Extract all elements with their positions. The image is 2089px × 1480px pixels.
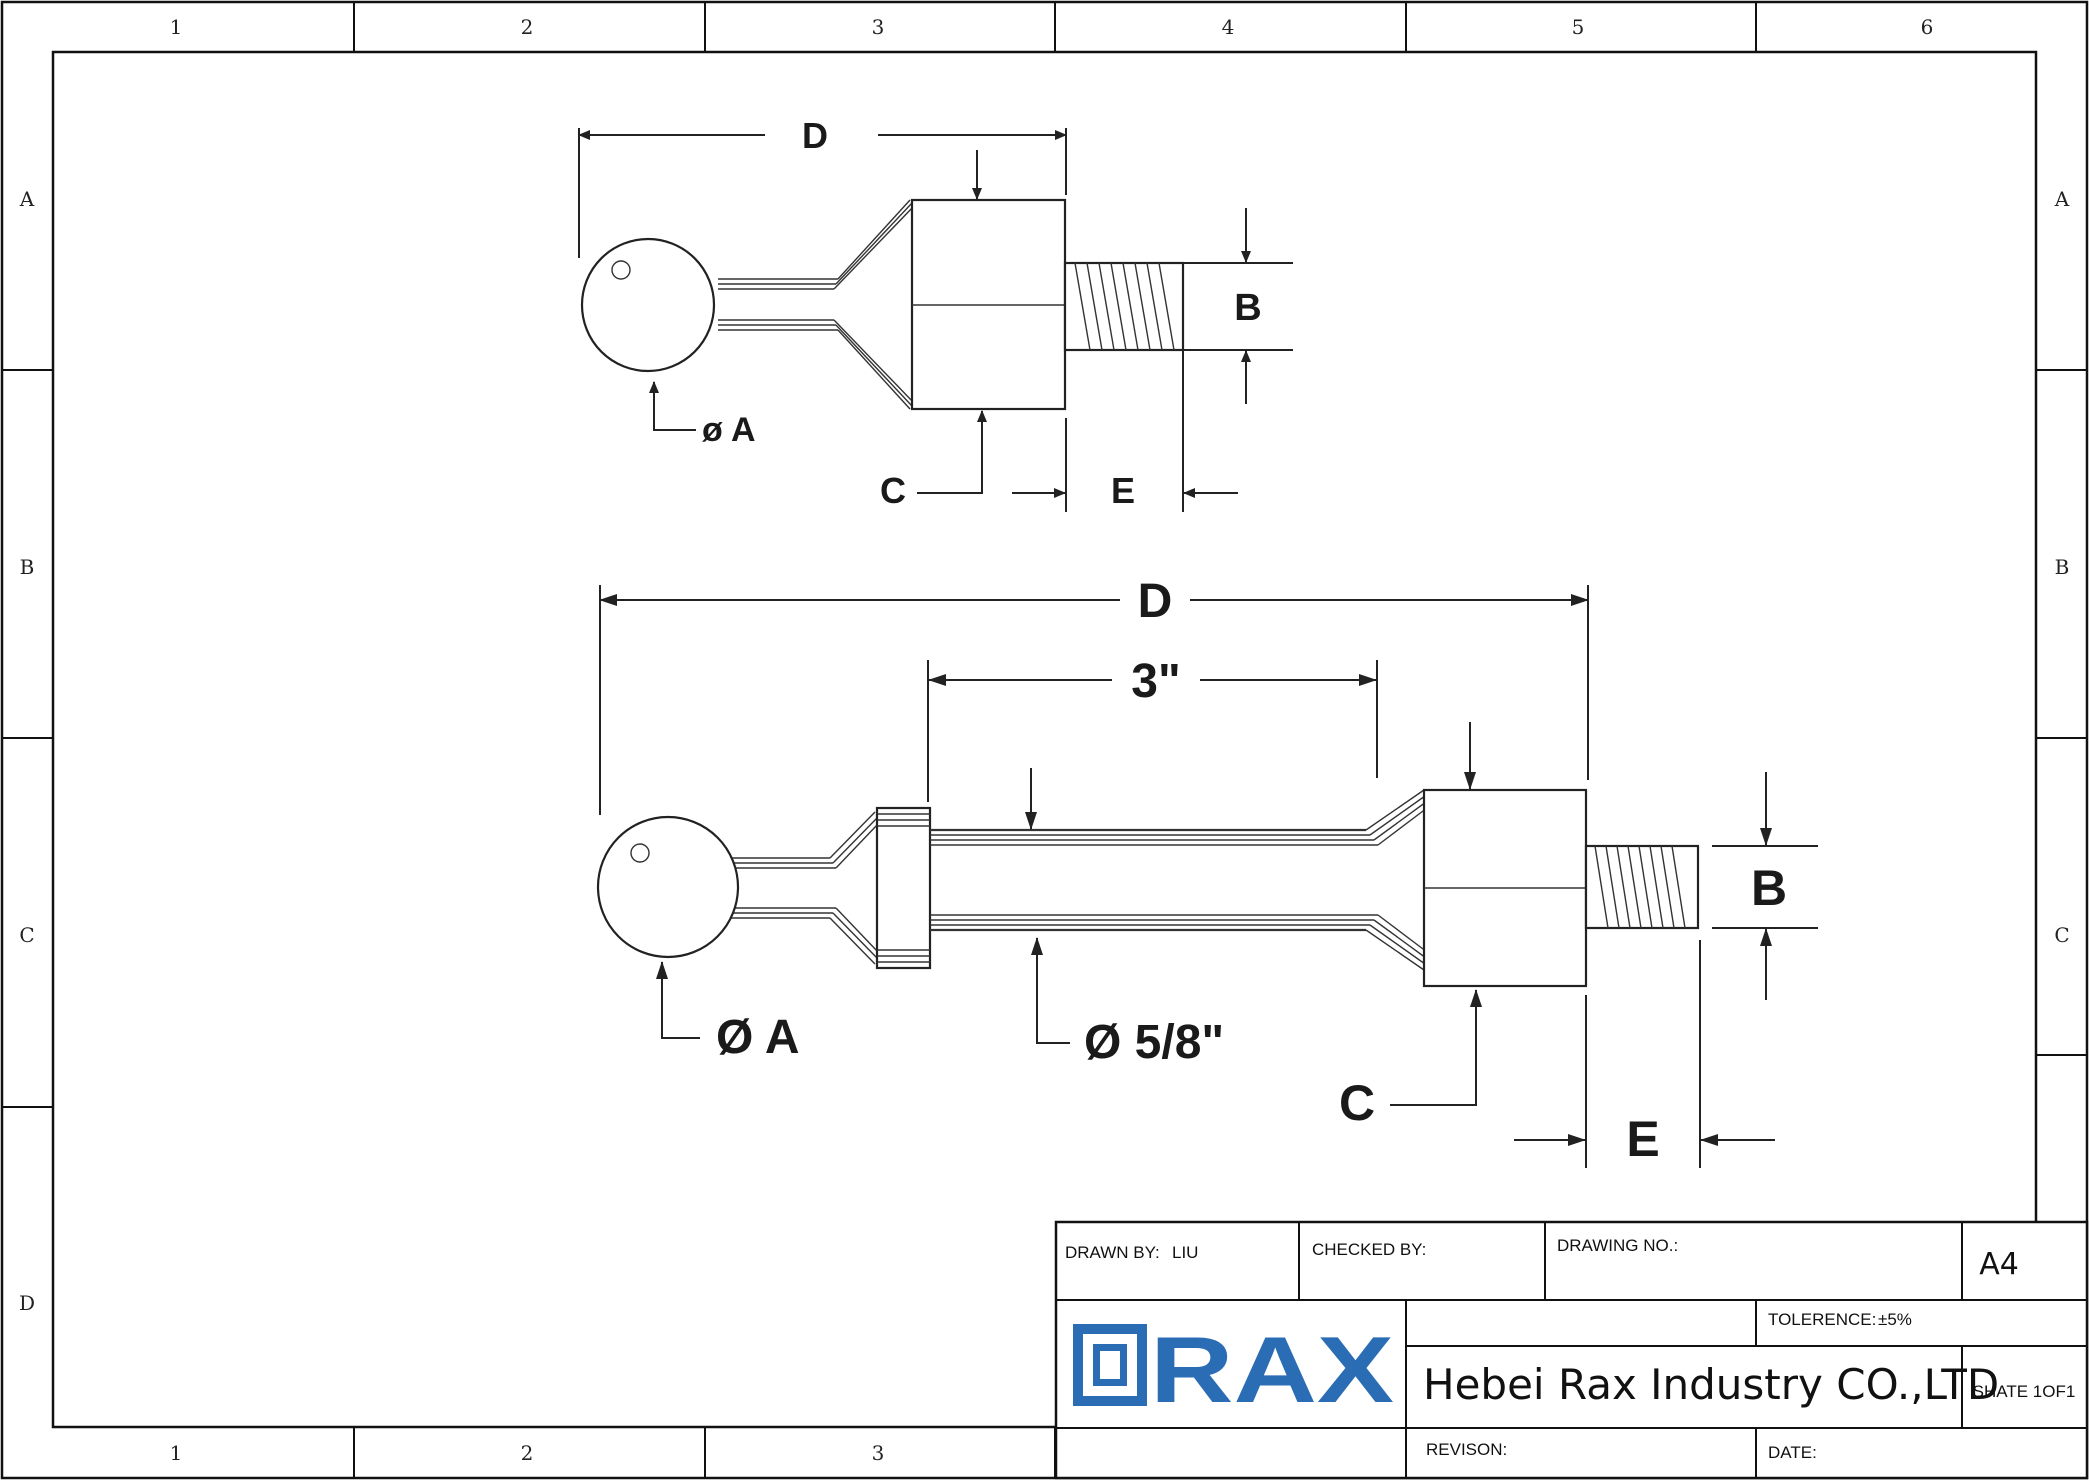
small-ball-stud: D B C E ø A xyxy=(578,115,1293,512)
zone-labels: 1 2 3 4 5 6 1 2 3 A B C D A B C xyxy=(19,15,2070,1465)
zone-row-right-c: C xyxy=(2054,923,2069,947)
zone-row-right-a: A xyxy=(2054,187,2070,211)
revision-label: REVISON: xyxy=(1426,1440,1507,1459)
zone-row-a: A xyxy=(19,187,35,211)
checked-by-label: CHECKED BY: xyxy=(1312,1240,1426,1259)
dim-b-large: B xyxy=(1751,860,1787,916)
zone-col-1: 1 xyxy=(170,15,183,39)
dim-d-small: D xyxy=(802,115,828,156)
rax-logo: RAX xyxy=(1073,1317,1394,1422)
ball-hole-small xyxy=(611,260,631,280)
dim-e-small: E xyxy=(1111,470,1135,511)
tolerance-label: TOLERENCE: xyxy=(1768,1310,1876,1329)
dim-shaft-large: Ø 5/8" xyxy=(1084,1016,1224,1069)
dim-a-small: ø A xyxy=(702,411,756,449)
ball-hole-large xyxy=(630,843,650,863)
zone-col-bottom-2: 2 xyxy=(521,1441,534,1465)
zone-col-5: 5 xyxy=(1572,15,1585,39)
logo-text: RAX xyxy=(1150,1317,1394,1422)
thread-small xyxy=(1063,261,1185,352)
ball-head-large xyxy=(596,815,740,959)
ball-head-small xyxy=(580,237,716,373)
sheet-size: A4 xyxy=(1979,1247,2019,1282)
zone-col-bottom-1: 1 xyxy=(170,1441,183,1465)
zone-col-6: 6 xyxy=(1921,15,1934,39)
dim-b-small: B xyxy=(1234,287,1261,329)
zone-col-4: 4 xyxy=(1222,15,1235,39)
zone-row-d: D xyxy=(19,1291,35,1315)
dim-c-small: C xyxy=(880,470,906,511)
dim-d-large: D xyxy=(1138,575,1173,628)
dim-e-large: E xyxy=(1626,1111,1659,1167)
date-label: DATE: xyxy=(1768,1443,1817,1462)
title-block: DRAWN BY: LIU CHECKED BY: DRAWING NO.: A… xyxy=(1054,1220,2089,1480)
zone-rows-left xyxy=(2,369,53,1108)
zone-row-right-b: B xyxy=(2055,555,2070,579)
dim-length-large: 3" xyxy=(1131,655,1180,708)
collar-large xyxy=(875,806,932,970)
drawn-by-label: DRAWN BY: xyxy=(1065,1243,1160,1262)
company-name: Hebei Rax Industry CO.,LTD xyxy=(1423,1360,1999,1409)
sheet-count: SHATE 1OF1 xyxy=(1973,1382,2076,1401)
large-ball-stud: D 3" B C E Ø A Ø 5/8" xyxy=(596,575,1818,1168)
tolerance-value: ±5% xyxy=(1878,1310,1912,1329)
zone-col-bottom-3: 3 xyxy=(872,1441,885,1465)
dim-c-large: C xyxy=(1339,1075,1375,1131)
zone-row-c: C xyxy=(19,923,34,947)
inner-frame xyxy=(51,50,2038,1429)
zone-columns-top xyxy=(353,2,1757,52)
zone-col-3: 3 xyxy=(872,15,885,39)
drawing-no-label: DRAWING NO.: xyxy=(1557,1236,1678,1255)
zone-rows-right xyxy=(2036,369,2087,1056)
drawn-by-value: LIU xyxy=(1172,1243,1198,1262)
zone-columns-bottom xyxy=(353,1427,1056,1478)
thread-large xyxy=(1584,844,1700,930)
zone-row-b: B xyxy=(20,555,35,579)
dim-a-large: Ø A xyxy=(716,1011,800,1064)
zone-col-2: 2 xyxy=(521,15,534,39)
